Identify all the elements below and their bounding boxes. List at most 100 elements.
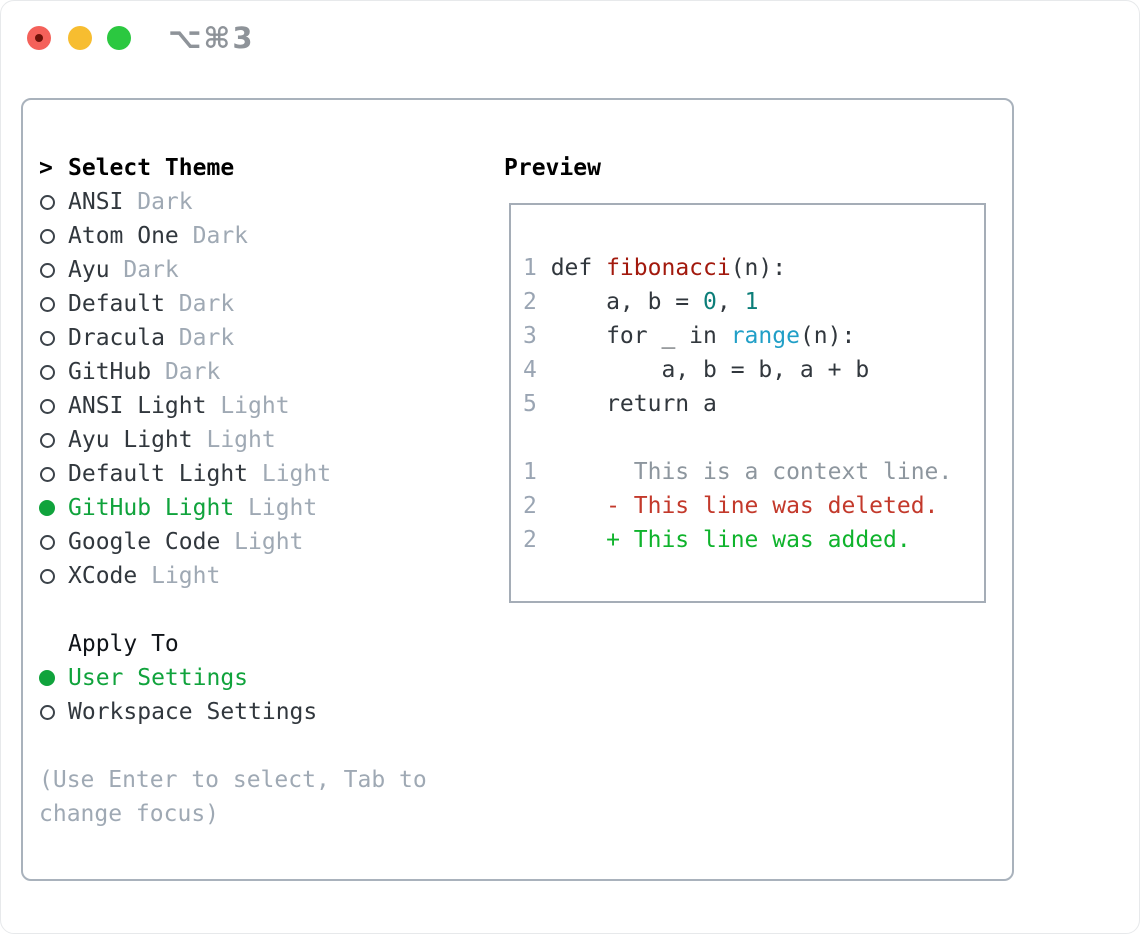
theme-option-github-light[interactable]: GitHub Light Light — [39, 491, 479, 525]
radio-unselected-icon — [39, 525, 68, 559]
hint-text-line1: (Use Enter to select, Tab to — [39, 767, 427, 793]
theme-option-ayu-light[interactable]: Ayu Light Light — [39, 423, 479, 457]
theme-name: XCode — [68, 563, 138, 589]
code-line: 2 a, b = 0, 1 — [523, 285, 984, 319]
code-token: 0 — [703, 289, 717, 315]
radio-unselected-icon — [39, 219, 68, 253]
select-theme-title: Select Theme — [68, 155, 235, 181]
line-number: 1 — [523, 459, 537, 485]
apply-to-indent — [39, 627, 68, 661]
theme-name: GitHub — [68, 359, 152, 385]
preview-title: Preview — [504, 155, 601, 181]
radio-unselected-icon — [39, 695, 68, 729]
radio-unselected-icon — [39, 559, 68, 593]
theme-name: Dracula — [68, 325, 165, 351]
code-token: , — [716, 289, 745, 315]
theme-option-xcode[interactable]: XCode Light — [39, 559, 479, 593]
theme-option-dracula[interactable]: Dracula Dark — [39, 321, 479, 355]
hint-text-line2: change focus) — [39, 801, 220, 827]
code-line: 4 a, b = b, a + b — [523, 353, 984, 387]
radio-unselected-icon — [39, 355, 68, 389]
spacer — [39, 729, 479, 763]
theme-name: ANSI Light — [68, 393, 207, 419]
code-line: 5 return a — [523, 387, 984, 421]
code-token: range — [730, 323, 800, 349]
theme-variant: Dark — [123, 257, 179, 283]
code-token: def — [550, 255, 607, 281]
theme-option-default-light[interactable]: Default Light Light — [39, 457, 479, 491]
window-titlebar: ⌥⌘3 — [1, 1, 1139, 73]
theme-option-ayu[interactable]: Ayu Dark — [39, 253, 479, 287]
radio-selected-icon — [39, 661, 68, 695]
close-button[interactable] — [27, 26, 51, 50]
maximize-button[interactable] — [107, 26, 131, 50]
theme-name: GitHub Light — [68, 495, 235, 521]
theme-name: Default — [68, 291, 165, 317]
theme-variant: Dark — [178, 325, 235, 351]
code-token: + This line was added. — [550, 527, 911, 553]
caret-glyph: > — [39, 155, 53, 181]
code-line: 1 This is a context line. — [523, 455, 984, 489]
theme-variant: Light — [151, 563, 221, 589]
theme-name: Google Code — [68, 529, 221, 555]
line-number: 4 — [523, 357, 537, 383]
code-token: - This line was deleted. — [550, 493, 939, 519]
apply-option-user-settings[interactable]: User Settings — [39, 661, 479, 695]
radio-selected-icon — [39, 491, 68, 525]
apply-option-workspace-settings[interactable]: Workspace Settings — [39, 695, 479, 729]
line-number: 3 — [523, 323, 537, 349]
radio-unselected-icon — [39, 457, 68, 491]
select-theme-header: > Select Theme — [39, 151, 479, 185]
apply-to-header: Apply To — [39, 627, 479, 661]
line-number: 5 — [523, 391, 537, 417]
line-number: 2 — [523, 289, 537, 315]
minimize-button[interactable] — [68, 26, 92, 50]
theme-variant: Light — [261, 461, 332, 487]
theme-name: Ayu Light — [68, 427, 193, 453]
theme-variant: Light — [234, 529, 304, 555]
window-shortcut-label: ⌥⌘3 — [168, 21, 255, 55]
theme-variant: Light — [206, 427, 276, 453]
theme-option-google-code[interactable]: Google Code Light — [39, 525, 479, 559]
apply-option-label: User Settings — [68, 665, 249, 691]
radio-unselected-icon — [39, 253, 68, 287]
theme-option-ansi[interactable]: ANSI Dark — [39, 185, 479, 219]
theme-name: Ayu — [68, 257, 110, 283]
code-token: (n): — [799, 323, 856, 349]
theme-name: Atom One — [68, 223, 179, 249]
code-line: 2 + This line was added. — [523, 523, 984, 557]
code-token: for _ in — [550, 323, 731, 349]
code-token: 1 — [744, 289, 759, 315]
theme-variant: Dark — [178, 291, 235, 317]
line-number: 2 — [523, 527, 537, 553]
apply-to-title: Apply To — [68, 631, 179, 657]
code-token: a, b = — [550, 289, 704, 315]
line-number: 2 — [523, 493, 537, 519]
code-token: return a — [550, 391, 717, 417]
theme-variant: Dark — [137, 189, 193, 215]
theme-option-default[interactable]: Default Dark — [39, 287, 479, 321]
code-token: This is a context line. — [550, 459, 953, 485]
focus-caret-icon: > — [39, 151, 68, 185]
theme-name: ANSI — [68, 189, 124, 215]
theme-variant: Light — [248, 495, 318, 521]
code-token: (n): — [730, 255, 787, 281]
theme-name: Default Light — [68, 461, 249, 487]
radio-unselected-icon — [39, 389, 68, 423]
theme-variant: Dark — [164, 359, 221, 385]
code-token: a, b = b, a + b — [550, 357, 870, 383]
theme-option-github[interactable]: GitHub Dark — [39, 355, 479, 389]
radio-unselected-icon — [39, 423, 68, 457]
radio-unselected-icon — [39, 321, 68, 355]
code-line: 2 - This line was deleted. — [523, 489, 984, 523]
